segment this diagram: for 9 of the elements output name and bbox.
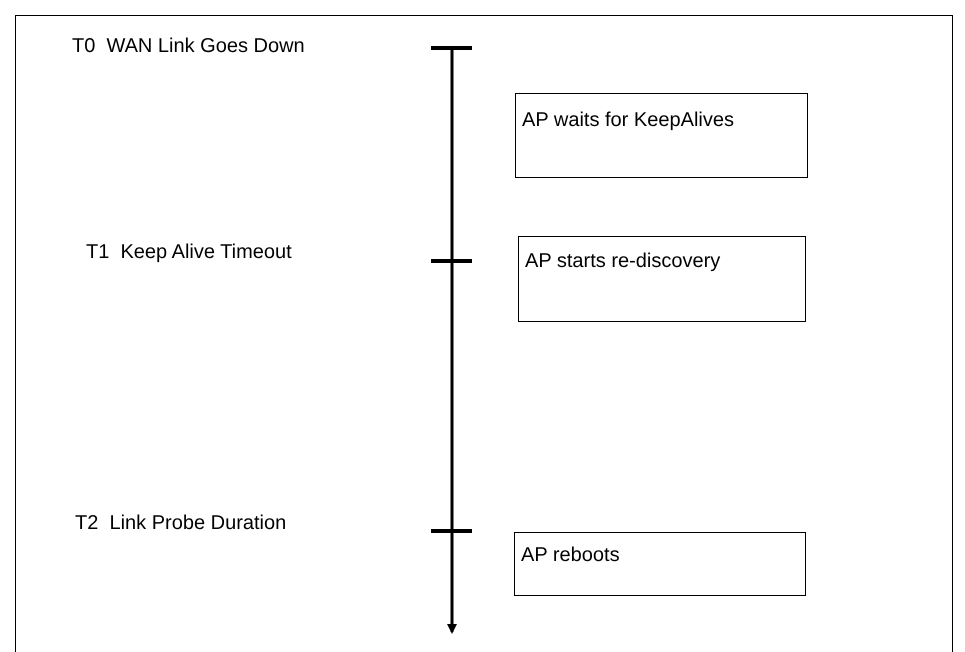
time-label: T1 Keep Alive Timeout xyxy=(86,240,292,264)
event-text: AP waits for KeepAlives xyxy=(522,108,734,132)
event-box xyxy=(514,532,806,596)
event-box xyxy=(515,93,808,178)
time-label: T0 WAN Link Goes Down xyxy=(72,34,305,58)
event-text: AP reboots xyxy=(521,543,620,567)
event-text: AP starts re-discovery xyxy=(525,249,720,273)
event-box xyxy=(518,236,806,322)
time-label: T2 Link Probe Duration xyxy=(75,511,286,535)
